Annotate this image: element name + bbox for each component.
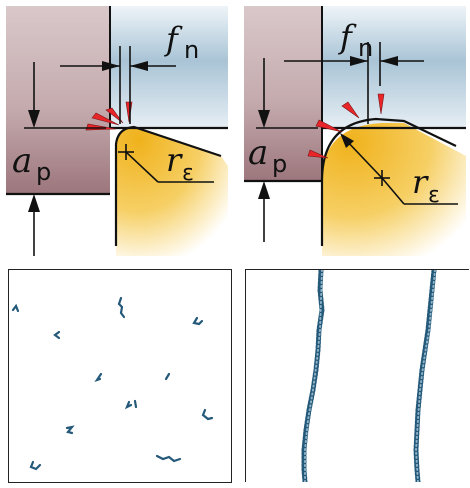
speck bbox=[155, 454, 182, 463]
cutting-insert bbox=[322, 123, 466, 256]
depth-of-cut-label: a bbox=[12, 141, 32, 181]
surface-texture-feed-marks bbox=[245, 269, 469, 482]
feed-mark-line bbox=[301, 270, 325, 482]
speck bbox=[164, 372, 171, 381]
nose-radius-label: r bbox=[412, 163, 429, 201]
speck bbox=[201, 408, 214, 421]
feed-mark-lines bbox=[301, 270, 437, 482]
speck bbox=[65, 425, 75, 435]
large-nose-radius-diagram: f n a p r ε bbox=[244, 6, 466, 256]
small-nose-radius-diagram: f n a p r ε bbox=[6, 6, 228, 256]
feed-subscript: n bbox=[184, 36, 199, 64]
speck bbox=[192, 316, 204, 326]
depth-of-cut-label: a bbox=[248, 133, 268, 173]
cutting-insert bbox=[116, 127, 228, 256]
nose-radius-subscript: ε bbox=[182, 161, 194, 186]
speck bbox=[53, 330, 61, 340]
nose-radius-label: r bbox=[166, 141, 183, 179]
top-left-diagram: f n a p r ε bbox=[6, 6, 228, 256]
surface-texture-scattered-chips bbox=[8, 269, 232, 483]
depth-of-cut-subscript: p bbox=[36, 158, 51, 186]
top-right-diagram: f n a p r ε bbox=[244, 6, 466, 256]
workpiece-block bbox=[244, 6, 322, 181]
speck bbox=[117, 296, 126, 319]
speck bbox=[124, 399, 138, 410]
scattered-chip-specks bbox=[11, 296, 214, 471]
chip-thickness-arrows bbox=[307, 93, 385, 159]
speck bbox=[29, 460, 42, 471]
depth-of-cut-subscript: p bbox=[272, 150, 287, 178]
workpiece-block bbox=[6, 6, 110, 194]
feed-subscript: n bbox=[358, 34, 373, 62]
speck bbox=[11, 303, 20, 313]
nose-radius-subscript: ε bbox=[428, 183, 440, 208]
speck bbox=[94, 372, 103, 383]
